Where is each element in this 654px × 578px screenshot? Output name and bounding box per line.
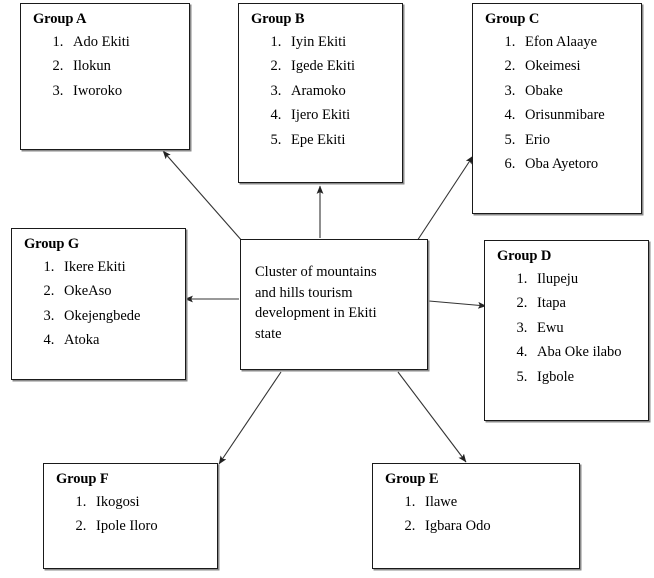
list-item: Ijero Ekiti [285, 104, 402, 126]
list-item: Igbara Odo [419, 515, 579, 537]
center-line-2: and hills tourism [255, 284, 353, 301]
group-e-list: Ilawe Igbara Odo [373, 491, 579, 538]
list-item: Epe Ekiti [285, 129, 402, 151]
list-item: Obake [519, 80, 641, 102]
connector-center-to-group-e [397, 371, 467, 463]
group-g-list: Ikere Ekiti OkeAso Okejengbede Atoka [12, 256, 185, 352]
group-a-list: Ado Ekiti Ilokun Iworoko [21, 31, 189, 102]
list-item: Ikere Ekiti [58, 256, 185, 278]
list-item: Efon Alaaye [519, 31, 641, 53]
group-box-d[interactable]: Group D Ilupeju Itapa Ewu Aba Oke ilabo … [484, 240, 649, 421]
list-item: OkeAso [58, 280, 185, 302]
connector-center-to-group-f [218, 371, 282, 465]
list-item: Ilokun [67, 55, 189, 77]
group-f-list: Ikogosi Ipole Iloro [44, 491, 217, 538]
list-item: Itapa [531, 292, 648, 314]
list-item: Okeimesi [519, 55, 641, 77]
connector-center-to-group-d [428, 300, 487, 309]
list-item: Okejengbede [58, 305, 185, 327]
group-f-title: Group F [56, 471, 109, 487]
group-box-e[interactable]: Group E Ilawe Igbara Odo [372, 463, 580, 569]
list-item: Ado Ekiti [67, 31, 189, 53]
group-box-b[interactable]: Group B Iyin Ekiti Igede Ekiti Aramoko I… [238, 3, 403, 183]
group-box-a[interactable]: Group A Ado Ekiti Ilokun Iworoko [20, 3, 190, 150]
center-line-1: Cluster of mountains [255, 264, 377, 280]
group-d-list: Ilupeju Itapa Ewu Aba Oke ilabo Igbole [485, 268, 648, 388]
list-item: Iyin Ekiti [285, 31, 402, 53]
list-item: Ewu [531, 317, 648, 339]
list-item: Igbole [531, 366, 648, 388]
list-item: Erio [519, 129, 641, 151]
connector-center-to-group-c [416, 155, 474, 242]
group-box-c[interactable]: Group C Efon Alaaye Okeimesi Obake Orisu… [472, 3, 642, 214]
group-g-title: Group G [24, 236, 80, 252]
group-a-title: Group A [33, 11, 87, 27]
list-item: Atoka [58, 329, 185, 351]
list-item: Igede Ekiti [285, 55, 402, 77]
group-b-list: Iyin Ekiti Igede Ekiti Aramoko Ijero Eki… [239, 31, 402, 151]
center-line-4: state [255, 325, 282, 342]
list-item: Orisunmibare [519, 104, 641, 126]
group-c-list: Efon Alaaye Okeimesi Obake Orisunmibare … [473, 31, 641, 176]
center-line-3: development in Ekiti [255, 305, 377, 322]
center-node[interactable]: Cluster of mountains and hills tourism d… [240, 239, 428, 370]
list-item: Ilupeju [531, 268, 648, 290]
group-c-title: Group C [485, 11, 540, 27]
list-item: Aba Oke ilabo [531, 341, 648, 363]
list-item: Ikogosi [90, 491, 217, 513]
list-item: Aramoko [285, 80, 402, 102]
list-item: Ipole Iloro [90, 515, 217, 537]
list-item: Oba Ayetoro [519, 153, 641, 175]
list-item: Ilawe [419, 491, 579, 513]
group-e-title: Group E [385, 471, 439, 487]
center-node-label: Cluster of mountains and hills tourism d… [255, 262, 415, 344]
group-b-title: Group B [251, 11, 305, 27]
list-item: Iworoko [67, 80, 189, 102]
group-box-g[interactable]: Group G Ikere Ekiti OkeAso Okejengbede A… [11, 228, 186, 380]
group-d-title: Group D [497, 248, 552, 264]
group-box-f[interactable]: Group F Ikogosi Ipole Iloro [43, 463, 218, 569]
